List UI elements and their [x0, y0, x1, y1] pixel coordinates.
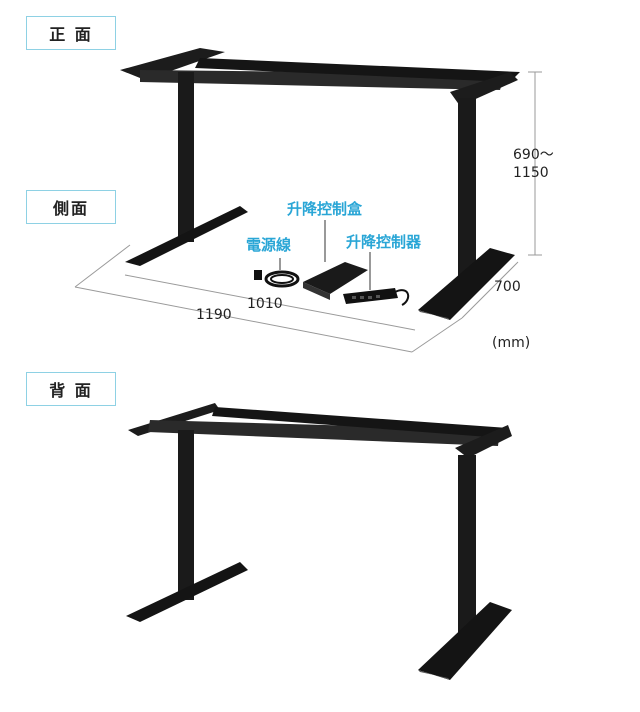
side-view-tag: 側面	[26, 190, 116, 224]
dimension-lines	[74, 71, 542, 353]
power-cord-icon	[264, 270, 300, 288]
depth-label: 700	[494, 279, 521, 295]
height-label: 690～ 1150	[513, 146, 554, 182]
control-box-label: 升降控制盒	[287, 200, 363, 218]
lower-frame	[126, 403, 512, 680]
controller-label: 升降控制器	[346, 233, 422, 251]
upper-frame	[120, 48, 520, 320]
outer-width-label: 1190	[196, 307, 232, 323]
inner-width-label: 1010	[247, 296, 283, 312]
power-cord-label: 電源線	[246, 236, 292, 254]
height-range-text: 690～ 1150	[513, 147, 554, 181]
unit-label: (mm)	[492, 335, 531, 351]
front-view-tag: 正 面	[26, 16, 116, 50]
back-view-tag: 背 面	[26, 372, 116, 406]
accessories	[254, 220, 410, 306]
control-box-icon	[303, 262, 368, 294]
